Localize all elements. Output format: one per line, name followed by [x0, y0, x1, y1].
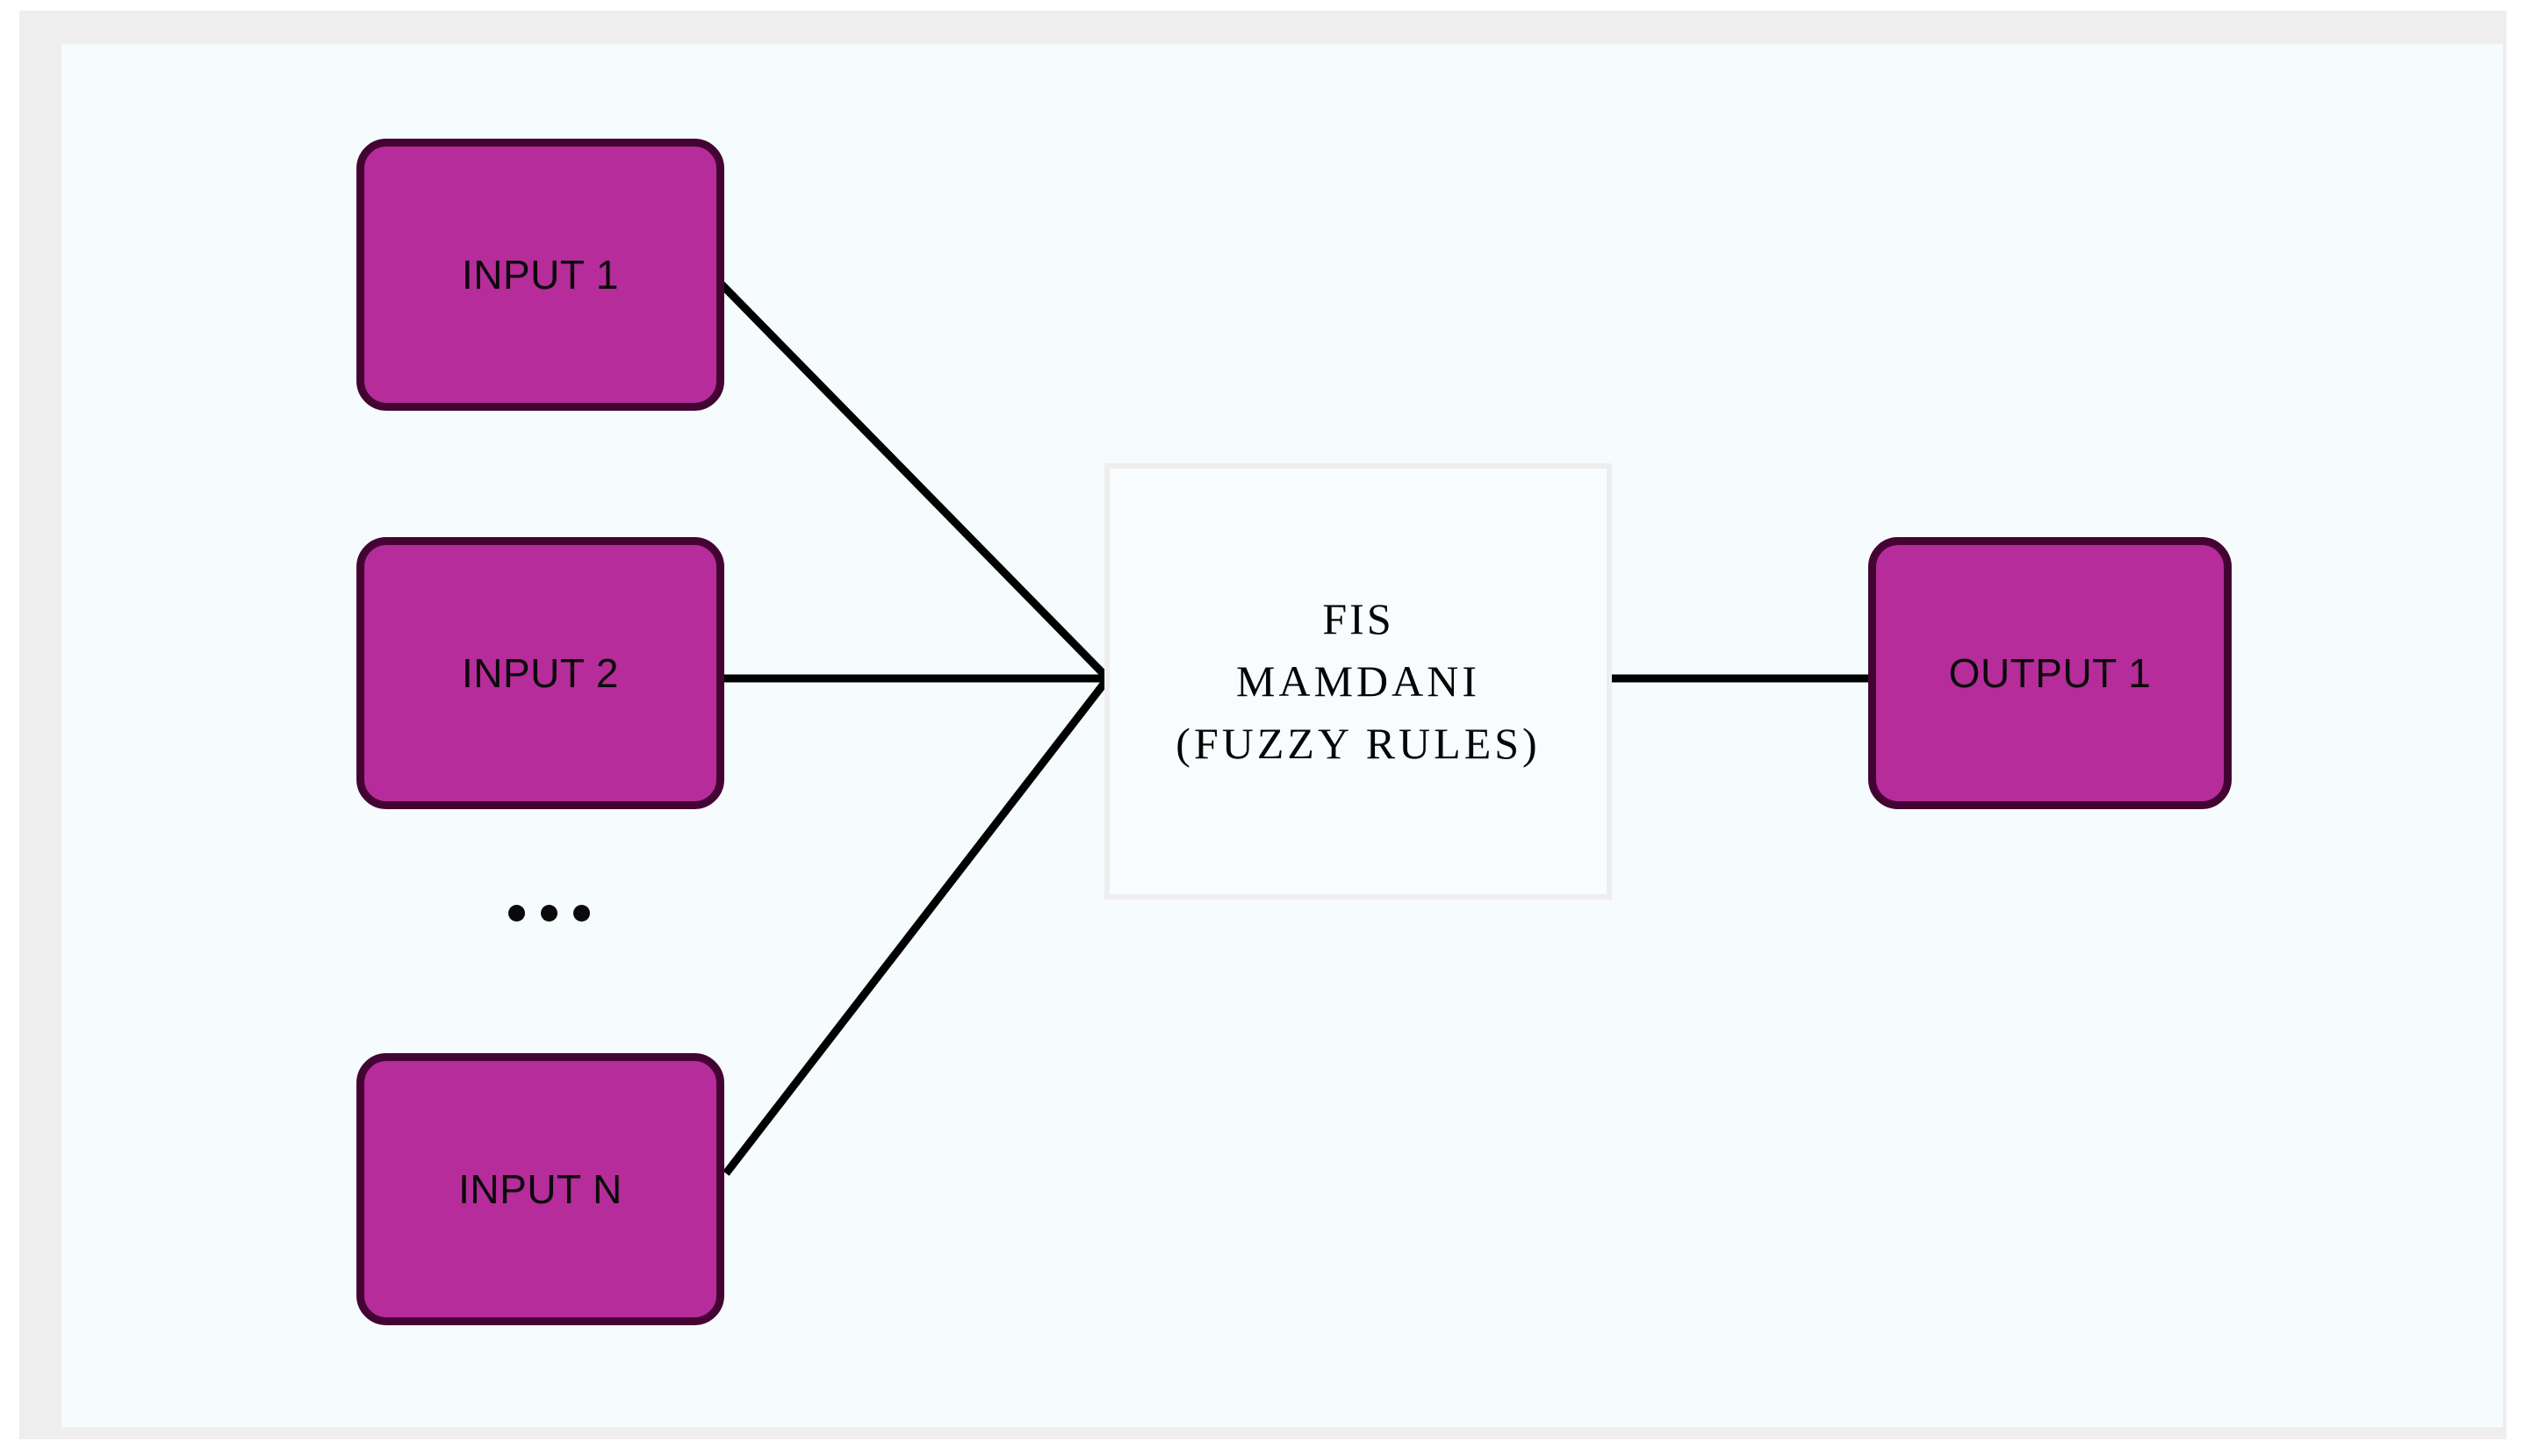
- ellipsis-indicator: [492, 885, 606, 941]
- ellipsis-dot: [540, 904, 557, 922]
- fis-line-rules: (FUZZY RULES): [1176, 719, 1541, 768]
- ellipsis-dot: [507, 904, 525, 922]
- fis-line-title: FIS: [1322, 594, 1394, 643]
- node-input-n[interactable]: INPUT N: [356, 1053, 724, 1325]
- node-input-1[interactable]: INPUT 1: [356, 139, 724, 411]
- node-input-1-label: INPUT 1: [461, 252, 620, 298]
- node-input-2[interactable]: INPUT 2: [356, 537, 724, 809]
- node-fis-process[interactable]: FIS MAMDANI (FUZZY RULES): [1104, 463, 1612, 900]
- fis-line-method: MAMDANI: [1236, 656, 1480, 706]
- ellipsis-dot: [572, 904, 590, 922]
- node-output-1-label: OUTPUT 1: [1948, 650, 2152, 696]
- node-input-n-label: INPUT N: [458, 1166, 622, 1212]
- node-output-1[interactable]: OUTPUT 1: [1868, 537, 2232, 809]
- node-input-2-label: INPUT 2: [461, 650, 620, 696]
